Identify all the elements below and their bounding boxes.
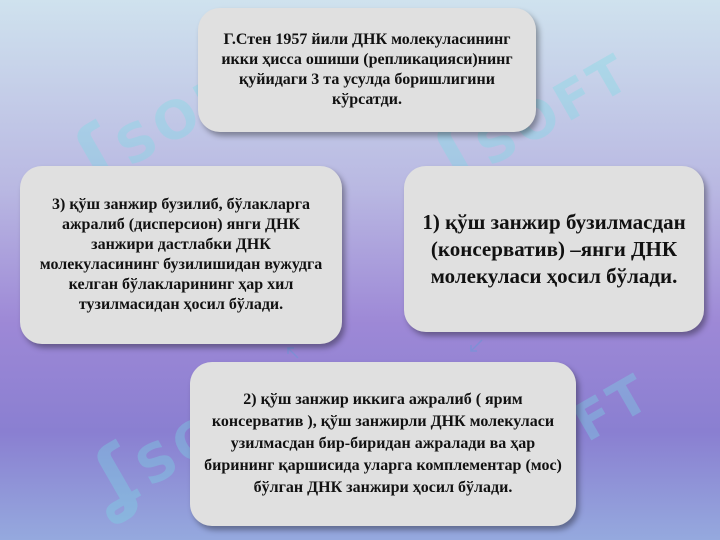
dispersive-method-box: 3) қўш занжир бузилиб, бўлакларга ажрали… — [20, 166, 342, 344]
intro-text: Г.Стен 1957 йили ДНК молекуласининг икки… — [221, 31, 513, 108]
arrow-from-right-box — [470, 339, 483, 352]
dispersive-method-text: 3) қўш занжир бузилиб, бўлакларга ажрали… — [39, 196, 323, 313]
intro-box: Г.Стен 1957 йили ДНК молекуласининг икки… — [198, 8, 536, 132]
semiconservative-method-text: 2) қўш занжир иккига ажралиб ( ярим конс… — [204, 391, 562, 496]
soft-logo-icon: ʆ — [72, 428, 155, 529]
semiconservative-method-box: 2) қўш занжир иккига ажралиб ( ярим конс… — [190, 362, 576, 526]
conservative-method-box: 1) қўш занжир бузилмасдан (консерватив) … — [404, 166, 704, 332]
arrow-to-left-box — [287, 347, 299, 359]
conservative-method-text: 1) қўш занжир бузилмасдан (консерватив) … — [422, 209, 686, 288]
